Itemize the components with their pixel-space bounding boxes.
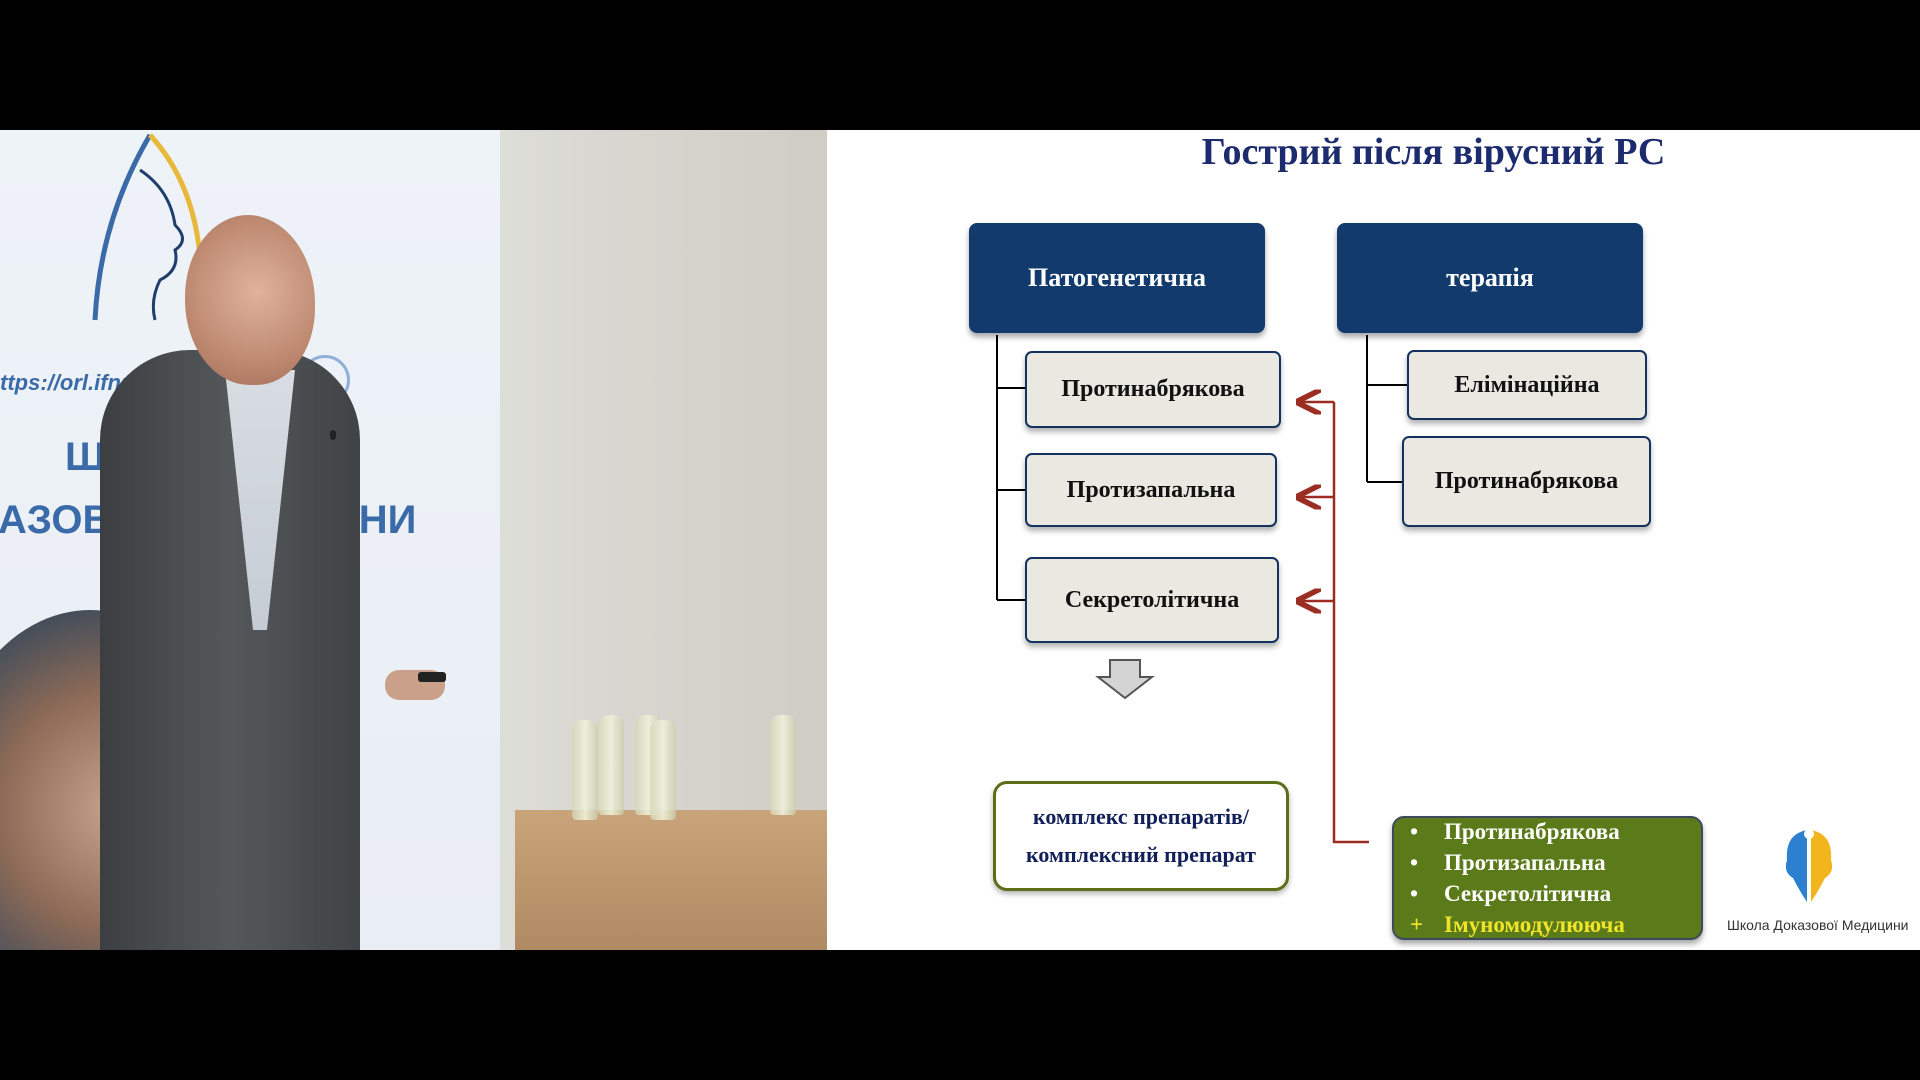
header-pathogenetic: Патогенетична bbox=[969, 223, 1265, 333]
bottle-icon bbox=[572, 720, 598, 820]
school-logo-icon bbox=[1785, 829, 1833, 902]
bullet-icon: • bbox=[1410, 850, 1419, 875]
headset-mic-icon bbox=[330, 430, 336, 440]
box-secretolytic: Секретолітична bbox=[1025, 557, 1279, 643]
presentation-slide: Гострий після вірусний РС Патогенетична … bbox=[827, 130, 1920, 950]
bullet-icon: • bbox=[1410, 819, 1419, 844]
box-antiedema-right: Протинабрякова bbox=[1402, 436, 1651, 527]
box-antiedema-left: Протинабрякова bbox=[1025, 351, 1281, 428]
speaker-video-frame: ttps://orl.ifnm Ш АЗОВ ИНИ bbox=[0, 130, 827, 950]
table bbox=[515, 810, 827, 950]
school-logo-text: Школа Доказової Медицини bbox=[1727, 917, 1909, 933]
banner-text-line-2: АЗОВ bbox=[0, 498, 112, 542]
header-therapy: терапія bbox=[1337, 223, 1643, 333]
green-list-item: •Секретолітична bbox=[1410, 878, 1701, 909]
green-list-item: •Протизапальна bbox=[1410, 847, 1701, 878]
box-elimination: Елімінаційна bbox=[1407, 350, 1647, 420]
combined-effects-box: •Протинабрякова •Протизапальна •Секретол… bbox=[1392, 816, 1703, 940]
green-list-item: •Протинабрякова bbox=[1410, 816, 1701, 847]
slide-title: Гострий після вірусний РС bbox=[1201, 131, 1666, 173]
speaker-jacket bbox=[100, 350, 360, 950]
bottle-icon bbox=[650, 720, 676, 820]
box-antiinflammatory: Протизапальна bbox=[1025, 453, 1277, 527]
complex-preparation-box: комплекс препаратів/ комплексний препара… bbox=[993, 781, 1289, 891]
bullet-icon: • bbox=[1410, 881, 1419, 906]
down-arrow-icon bbox=[1095, 659, 1155, 700]
banner-text-line-1: Ш bbox=[65, 435, 106, 479]
bottle-icon bbox=[770, 715, 796, 815]
complex-line-1: комплекс препаратів/ bbox=[1032, 804, 1250, 829]
presentation-clicker-icon bbox=[418, 672, 446, 682]
complex-line-2: комплексний препарат bbox=[1026, 842, 1256, 867]
diagram-connectors bbox=[996, 335, 1407, 844]
green-list-item-highlight: +Імуномодулююча bbox=[1410, 909, 1701, 940]
bottle-icon bbox=[598, 715, 624, 815]
plus-icon: + bbox=[1410, 912, 1424, 937]
speaker-head bbox=[185, 215, 315, 385]
